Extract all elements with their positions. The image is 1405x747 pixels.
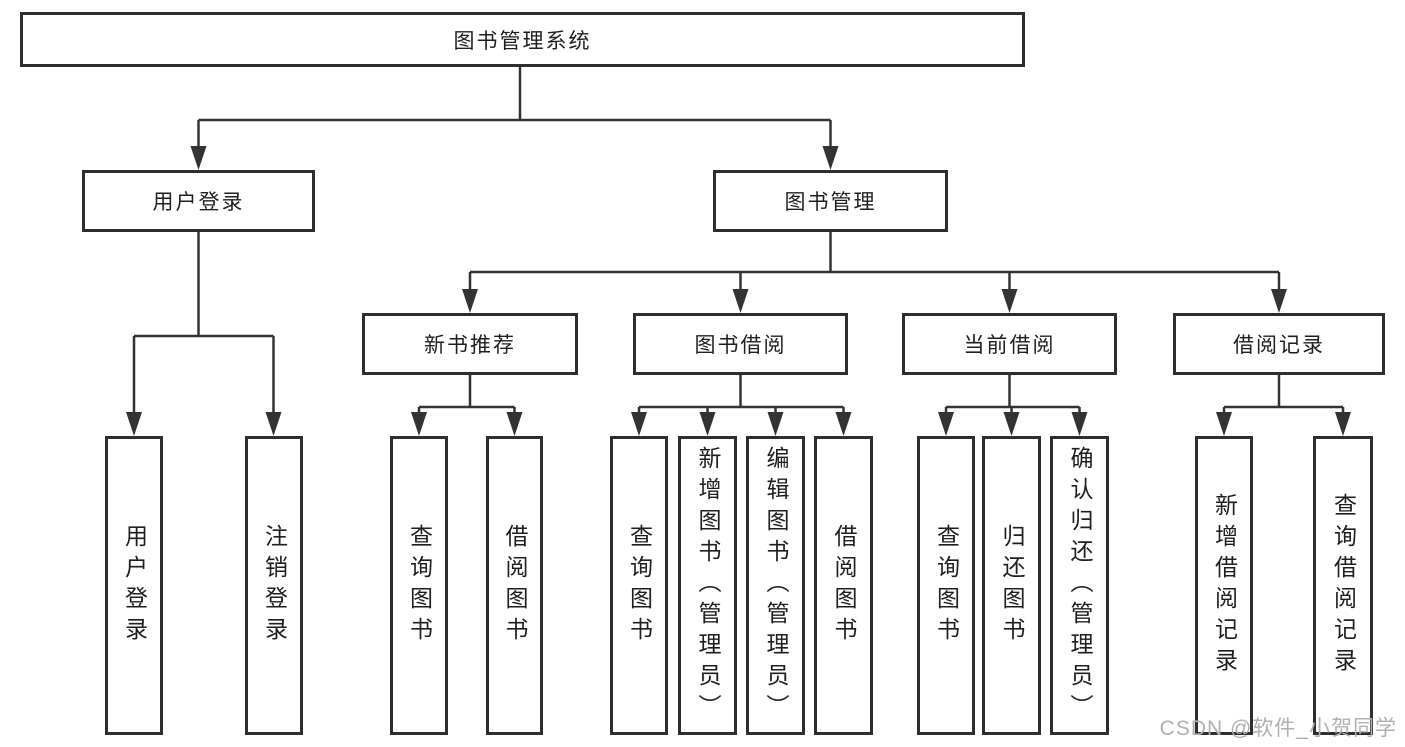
connector-book-borrow-to-leaves bbox=[631, 375, 852, 436]
node-label: 查询图书 bbox=[406, 523, 433, 648]
arrow-icon bbox=[462, 289, 478, 313]
arrow-icon bbox=[1335, 412, 1351, 436]
leaf-borrow-books-1: 借阅图书 bbox=[486, 436, 543, 735]
node-label: 新增借阅记录 bbox=[1211, 492, 1238, 679]
arrow-icon bbox=[411, 412, 427, 436]
leaf-return-books: 归还图书 bbox=[982, 436, 1041, 735]
arrow-icon bbox=[822, 146, 839, 170]
node-label: 新增图书（管理员） bbox=[695, 446, 721, 725]
watermark-text: CSDN @软件_小贺同学 bbox=[1159, 717, 1397, 740]
arrow-icon bbox=[190, 146, 207, 170]
connector-new-book-rec-to-leaves bbox=[411, 375, 523, 436]
connector-user-login-to-leaves bbox=[126, 232, 282, 436]
arrow-icon bbox=[1271, 289, 1287, 313]
leaf-query-books-3: 查询图书 bbox=[917, 436, 975, 735]
arrow-icon bbox=[1216, 412, 1232, 436]
node-label: 查询图书 bbox=[933, 523, 960, 648]
node-label: 注销登录 bbox=[261, 523, 288, 648]
node-root-system: 图书管理系统 bbox=[20, 12, 1025, 67]
node-label: 编辑图书（管理员） bbox=[763, 446, 789, 725]
node-label: 查询借阅记录 bbox=[1330, 492, 1357, 679]
node-new-book-recommend: 新书推荐 bbox=[362, 313, 578, 375]
connector-book-mgmt-to-level3 bbox=[462, 232, 1287, 313]
arrow-icon bbox=[835, 412, 852, 436]
node-label: 借阅图书 bbox=[502, 523, 528, 648]
connector-borrow-records-to-leaves bbox=[1216, 375, 1351, 436]
arrow-icon bbox=[1071, 412, 1088, 436]
arrow-icon bbox=[126, 412, 142, 436]
leaf-query-borrow-record: 查询借阅记录 bbox=[1313, 436, 1373, 735]
node-label: 用户登录 bbox=[121, 523, 148, 648]
leaf-logout: 注销登录 bbox=[245, 436, 303, 735]
arrow-icon bbox=[631, 412, 647, 436]
connector-current-borrow-to-leaves bbox=[938, 375, 1088, 436]
node-book-management: 图书管理 bbox=[713, 170, 948, 232]
connector-root-to-level2 bbox=[190, 67, 839, 170]
leaf-query-books-2: 查询图书 bbox=[610, 436, 668, 735]
node-label: 图书借阅 bbox=[694, 334, 787, 357]
node-label: 借阅图书 bbox=[831, 523, 857, 648]
node-label: 归还图书 bbox=[999, 523, 1025, 648]
arrow-icon bbox=[938, 412, 954, 436]
leaf-edit-books-admin: 编辑图书（管理员） bbox=[746, 436, 805, 735]
node-label: 当前借阅 bbox=[963, 334, 1056, 357]
arrow-icon bbox=[506, 412, 523, 436]
node-label: 用户登录 bbox=[152, 191, 245, 214]
leaf-borrow-books-2: 借阅图书 bbox=[814, 436, 873, 735]
arrow-icon bbox=[732, 289, 749, 313]
node-label: 图书管理系统 bbox=[453, 29, 592, 53]
node-user-login: 用户登录 bbox=[82, 170, 315, 232]
node-label: 确认归还（管理员） bbox=[1067, 446, 1093, 725]
arrow-icon bbox=[265, 412, 282, 436]
node-label: 新书推荐 bbox=[424, 334, 516, 357]
node-book-borrowing: 图书借阅 bbox=[633, 313, 848, 375]
arrow-icon bbox=[699, 412, 716, 436]
arrow-icon bbox=[767, 412, 784, 436]
leaf-user-login: 用户登录 bbox=[105, 436, 163, 735]
arrow-icon bbox=[1003, 412, 1020, 436]
leaf-confirm-return-admin: 确认归还（管理员） bbox=[1050, 436, 1109, 735]
node-label: 借阅记录 bbox=[1233, 334, 1325, 357]
leaf-add-borrow-record: 新增借阅记录 bbox=[1195, 436, 1253, 735]
arrow-icon bbox=[1001, 289, 1018, 313]
node-borrowing-records: 借阅记录 bbox=[1173, 313, 1385, 375]
node-current-borrowing: 当前借阅 bbox=[902, 313, 1117, 375]
node-label: 查询图书 bbox=[626, 523, 653, 648]
leaf-add-books-admin: 新增图书（管理员） bbox=[678, 436, 737, 735]
node-label: 图书管理 bbox=[784, 191, 877, 214]
leaf-query-books-1: 查询图书 bbox=[390, 436, 448, 735]
